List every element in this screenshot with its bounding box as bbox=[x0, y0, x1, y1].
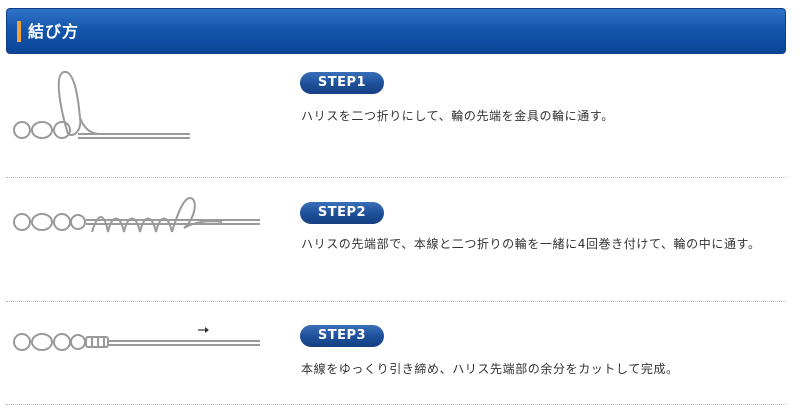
step-divider bbox=[6, 301, 786, 302]
step-2-badge: STEP2 bbox=[300, 202, 384, 224]
step-3-badge: STEP3 bbox=[300, 325, 384, 347]
step-3-description: 本線をゆっくり引き締め、ハリス先端部の余分をカットして完成。 bbox=[301, 362, 679, 376]
step-divider bbox=[6, 404, 786, 405]
header-accent-bar bbox=[17, 21, 21, 42]
knot-step1-illustration bbox=[13, 71, 190, 139]
step-1-badge: STEP1 bbox=[300, 72, 384, 94]
knot-step3-illustration bbox=[13, 327, 260, 351]
step-1-description: ハリスを二つ折りにして、輪の先端を金具の輪に通す。 bbox=[301, 109, 614, 123]
arrow-right-icon bbox=[198, 327, 209, 333]
step-2-description: ハリスの先端部で、本線と二つ折りの輪を一緒に4回巻き付けて、輪の中に通す。 bbox=[301, 237, 761, 251]
knot-step2-illustration bbox=[13, 196, 260, 233]
section-header: 結び方 bbox=[6, 8, 786, 54]
step-divider bbox=[6, 177, 786, 178]
section-title: 結び方 bbox=[28, 22, 80, 41]
